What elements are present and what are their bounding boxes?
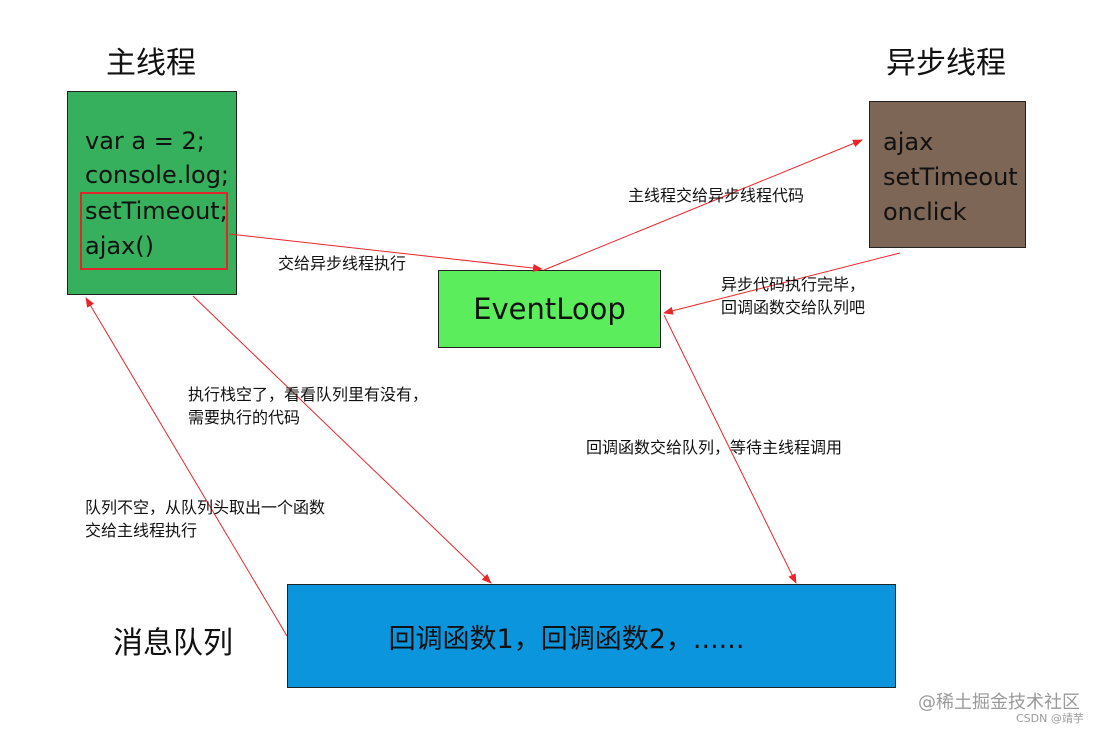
arrow-async-to-eventloop xyxy=(663,252,901,315)
annotation-stack-empty-2: 需要执行的代码 xyxy=(188,408,301,427)
watermark-author: CSDN @靖芋 xyxy=(1016,712,1084,725)
arrow-eventloop-to-async xyxy=(543,139,863,271)
queue-contents: 回调函数1，回调函数2，...... xyxy=(388,623,745,655)
code-line-settimeout: setTimeout; xyxy=(85,197,228,225)
main-thread-box: var a = 2; console.log; setTimeout; ajax… xyxy=(67,91,237,295)
annotation-queue-not-empty-1: 队列不空，从队列头取出一个函数 xyxy=(85,498,326,517)
message-queue-box: 回调函数1，回调函数2，...... xyxy=(287,584,896,688)
async-item-onclick: onclick xyxy=(883,198,967,226)
arrow-main-to-queue xyxy=(192,295,492,584)
event-loop-box: EventLoop xyxy=(438,270,661,348)
code-line-ajax: ajax() xyxy=(85,232,155,260)
watermark-brand: @稀土掘金技术社区 xyxy=(918,692,1080,713)
message-queue-title: 消息队列 xyxy=(113,626,233,661)
async-item-settimeout: setTimeout xyxy=(883,163,1018,191)
annotation-callback-to-queue: 回调函数交给队列，等待主线程调用 xyxy=(586,438,843,457)
async-thread-box: ajax setTimeout onclick xyxy=(869,101,1026,248)
async-thread-title: 异步线程 xyxy=(886,46,1006,81)
event-loop-label: EventLoop xyxy=(473,292,626,326)
annotation-queue-not-empty-2: 交给主线程执行 xyxy=(85,521,198,540)
arrow-eventloop-to-queue xyxy=(663,314,797,584)
annotation-async-done-2: 回调函数交给队列吧 xyxy=(721,298,866,317)
annotation-async-done-1: 异步代码执行完毕， xyxy=(721,275,866,294)
async-item-ajax: ajax xyxy=(883,128,934,156)
async-code-highlight xyxy=(80,192,228,270)
code-line-var: var a = 2; xyxy=(85,127,205,155)
main-thread-title: 主线程 xyxy=(106,46,196,81)
annotation-to-async: 交给异步线程执行 xyxy=(278,254,407,273)
arrow-queue-to-main xyxy=(85,297,288,637)
code-line-console-log: console.log; xyxy=(85,161,230,189)
arrow-main-to-eventloop xyxy=(228,233,543,272)
annotation-main-gives-async: 主线程交给异步线程代码 xyxy=(628,186,805,205)
annotation-stack-empty-1: 执行栈空了，看看队列里有没有， xyxy=(188,385,429,404)
